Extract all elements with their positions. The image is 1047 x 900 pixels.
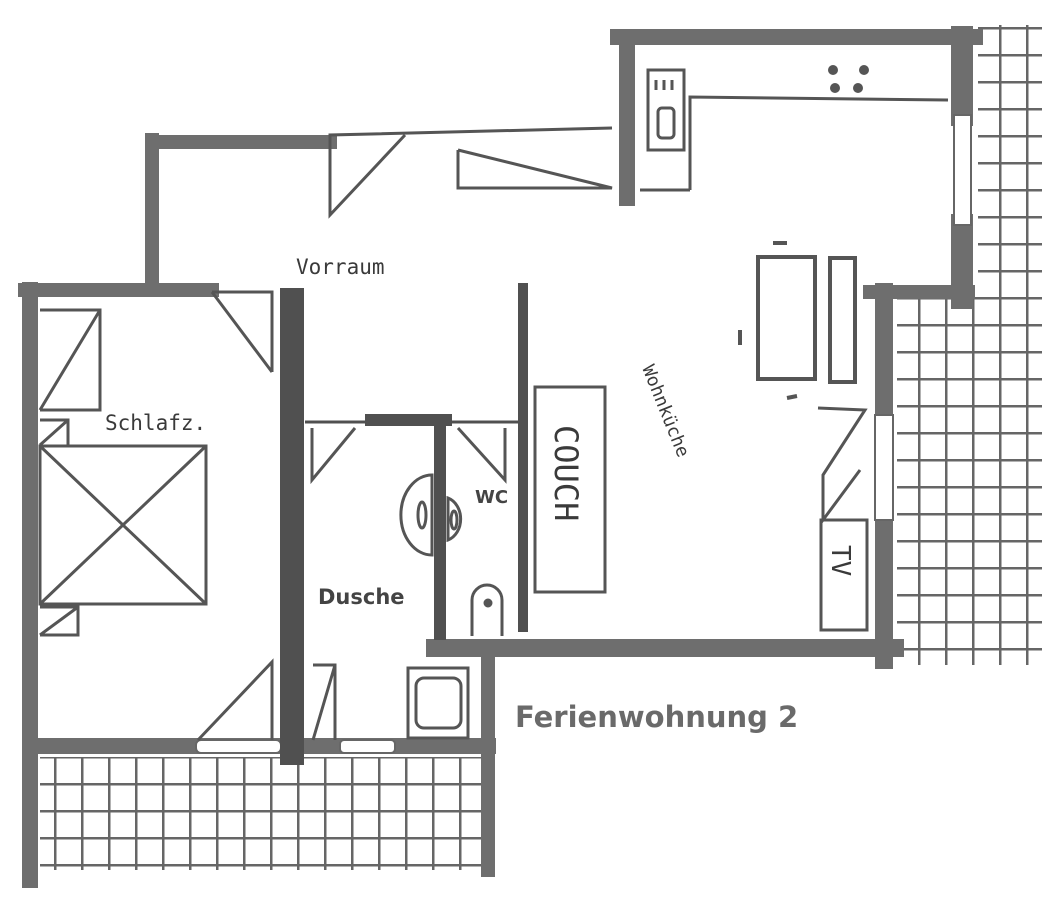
stove: [828, 65, 869, 93]
room-label-schlafzimmer: Schlafz.: [105, 411, 206, 435]
window: [953, 114, 972, 226]
thin-lines: [38, 95, 949, 742]
tv-label: TV: [825, 545, 855, 576]
couch: [533, 385, 607, 594]
room-label-wohnkueche: Wohnküche: [637, 362, 693, 460]
window: [874, 414, 894, 521]
plan-title: Ferienwohnung 2: [515, 700, 798, 734]
washbasins: [399, 473, 463, 557]
inner-walls: [280, 283, 528, 765]
tv-unit: [819, 518, 869, 632]
room-label-dusche: Dusche: [318, 585, 405, 609]
window: [195, 739, 282, 754]
bed: [38, 444, 208, 606]
couch-label: COUCH: [547, 425, 585, 521]
shower-tray: [406, 666, 470, 740]
room-label-wc: WC: [475, 487, 508, 508]
dining-table: [738, 241, 857, 400]
sink: [646, 68, 686, 152]
terrace-tiles: [897, 293, 1042, 665]
balcony-tiles: [40, 757, 485, 870]
terrace-tiles-upper: [978, 25, 1042, 295]
room-label-vorraum: Vorraum: [296, 255, 385, 279]
window: [339, 739, 396, 754]
toilet: [470, 583, 504, 636]
